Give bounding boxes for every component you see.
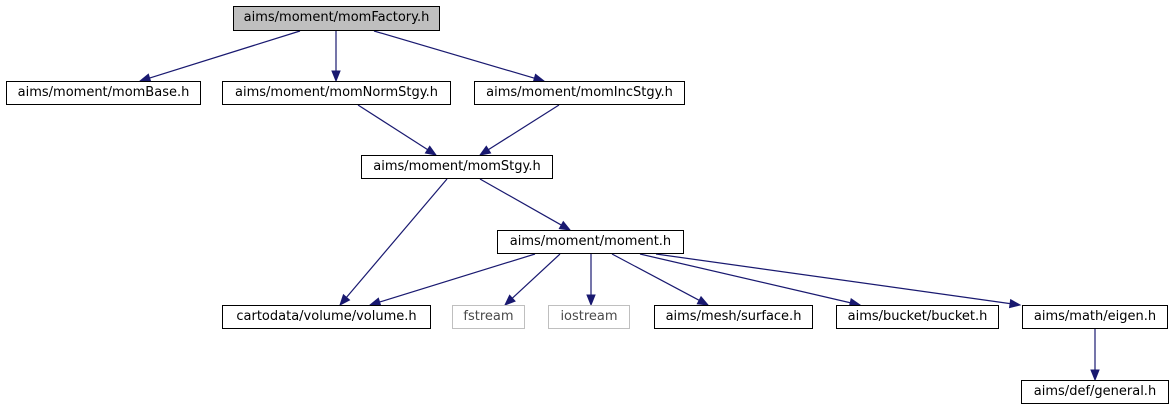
arrowhead-momFactory-to-momNormStgy	[331, 70, 341, 83]
edge-momStgy-to-moment	[479, 178, 562, 226]
arrowhead-momStgy-to-moment	[558, 220, 572, 231]
node-mominctgy-h[interactable]: aims/moment/momIncStgy.h	[474, 81, 685, 105]
edge-momIncStgy-to-momStgy	[488, 104, 560, 151]
node-mombase-h[interactable]: aims/moment/momBase.h	[6, 81, 201, 105]
arrowhead-moment-to-fstream	[504, 294, 516, 306]
arrowhead-momIncStgy-to-momStgy	[478, 145, 492, 156]
arrowhead-moment-to-eigen	[1008, 298, 1022, 309]
edge-momFactory-to-momBase	[149, 30, 301, 79]
edge-momStgy-to-volume	[346, 178, 448, 298]
node-bucket-h[interactable]: aims/bucket/bucket.h	[836, 305, 999, 329]
edge-moment-to-surface	[611, 253, 700, 301]
arrowhead-eigen-to-general	[1090, 369, 1100, 382]
node-volume-h[interactable]: cartodata/volume/volume.h	[222, 305, 431, 329]
edge-moment-to-eigen	[655, 253, 1011, 305]
arrowhead-momNormStgy-to-momStgy	[424, 145, 438, 156]
node-fstream: fstream	[452, 305, 525, 329]
node-momstgy-h[interactable]: aims/moment/momStgy.h	[361, 155, 553, 179]
node-momnormstgy-h[interactable]: aims/moment/momNormStgy.h	[222, 81, 451, 105]
arrowhead-momStgy-to-volume	[339, 293, 351, 307]
edge-moment-to-fstream	[511, 253, 561, 299]
arrowhead-moment-to-iostream	[586, 294, 596, 307]
node-momfactory-h[interactable]: aims/moment/momFactory.h	[233, 6, 440, 31]
edge-moment-to-bucket	[639, 253, 851, 304]
node-iostream: iostream	[548, 305, 630, 329]
edge-momFactory-to-momIncStgy	[373, 30, 535, 79]
node-general-h[interactable]: aims/def/general.h	[1021, 380, 1169, 404]
edge-momNormStgy-to-momStgy	[357, 104, 428, 151]
arrowhead-moment-to-surface	[696, 295, 710, 306]
node-surface-h[interactable]: aims/mesh/surface.h	[654, 305, 813, 329]
edge-moment-to-volume	[379, 253, 536, 303]
node-moment-h[interactable]: aims/moment/moment.h	[497, 230, 684, 254]
node-eigen-h[interactable]: aims/math/eigen.h	[1022, 305, 1168, 329]
